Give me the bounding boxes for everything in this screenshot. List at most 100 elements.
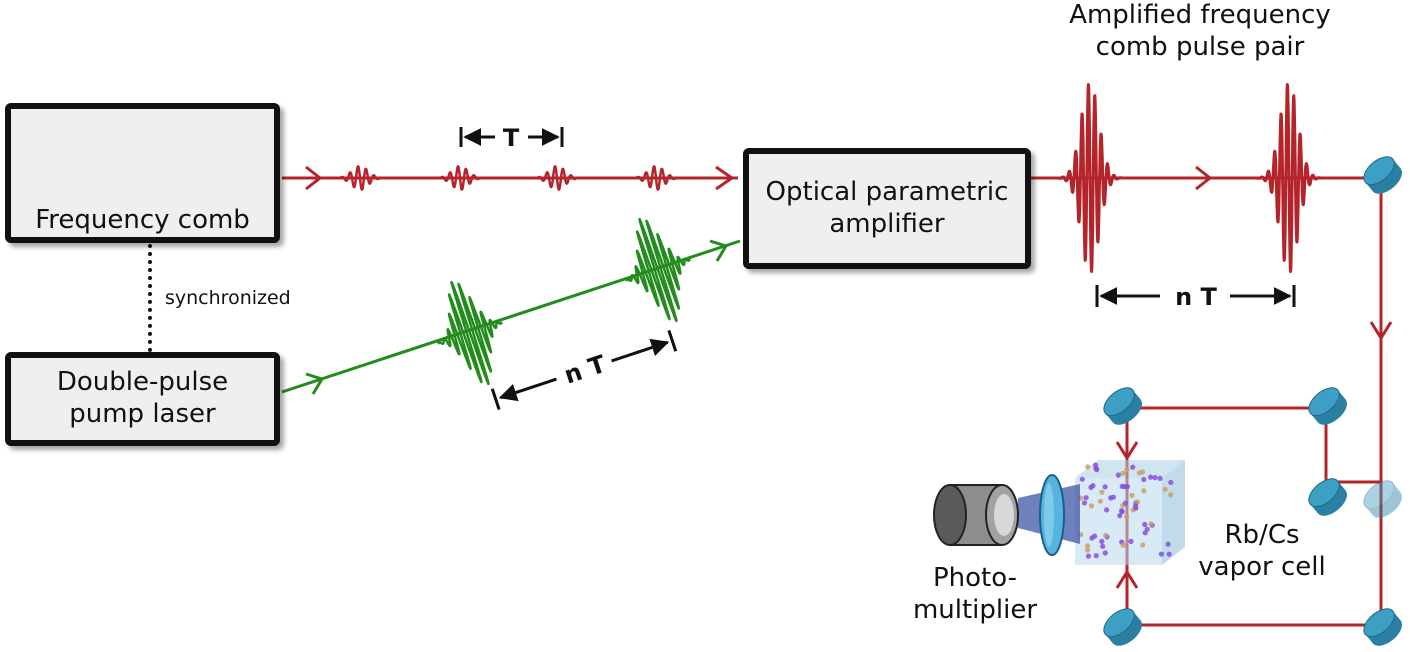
atom (1148, 474, 1154, 480)
pump-beam-arrow-2 (709, 239, 729, 262)
atom (1142, 521, 1148, 528)
atom (1136, 470, 1142, 476)
atom (1088, 503, 1095, 509)
atom (1130, 464, 1136, 470)
period-t-marker (459, 127, 564, 147)
atom (1099, 489, 1105, 495)
atom (1079, 476, 1085, 482)
mirror-icon (1308, 387, 1347, 425)
atom (1162, 486, 1168, 492)
pump-laser-label-line1: Double-pulse (56, 367, 229, 398)
period-t-label: T (503, 124, 520, 152)
opa-label-line1: Optical parametric (765, 176, 1009, 207)
comb-beam-arrow-1 (305, 165, 323, 191)
detector-label-line1: Photo- (932, 563, 1018, 593)
frequency-comb-label: Frequency comb (35, 205, 250, 235)
atom (1103, 532, 1109, 539)
atom (1083, 495, 1089, 501)
frequency-comb-box: Frequency comb (5, 103, 280, 243)
atom (1122, 500, 1128, 506)
lens-icon (1039, 474, 1065, 556)
atom (1102, 484, 1108, 490)
mirror-icon (1363, 480, 1402, 518)
atom (1093, 462, 1099, 468)
beam-arrow-down-cell (1115, 441, 1139, 461)
atom (1124, 467, 1130, 473)
mirror-icon (1363, 156, 1402, 194)
photomultiplier-icon (933, 484, 1019, 546)
atom (1090, 483, 1096, 489)
sync-link (148, 244, 152, 352)
atom (1089, 535, 1095, 541)
mirror-icon (1363, 608, 1402, 646)
atom (1104, 507, 1110, 513)
atom (1148, 521, 1154, 527)
atom (1122, 484, 1128, 490)
atom (1100, 543, 1106, 549)
atom (1133, 505, 1139, 511)
opa-label-line2: amplifier (829, 208, 945, 239)
detector-label-line2: multiplier (912, 594, 1038, 625)
period-nt-pump-label: n T (561, 350, 610, 390)
comb-pulse (531, 165, 583, 191)
mirror-icon (1103, 608, 1142, 646)
comb-pulse (630, 165, 682, 191)
vapor-cell-label: Rb/Cs vapor cell (1192, 520, 1332, 583)
atom (1117, 513, 1123, 519)
comb-beam-arrow-2 (715, 165, 735, 191)
comb-pulse (434, 165, 486, 191)
atom (1152, 475, 1158, 481)
atom (1140, 542, 1146, 548)
atom (1085, 553, 1092, 559)
atom (1093, 553, 1099, 559)
pump-beam-arrow-1 (305, 372, 325, 395)
synchronized-label: synchronized (165, 287, 291, 309)
atom (1085, 464, 1091, 470)
atom (1097, 498, 1103, 504)
atom (1165, 541, 1171, 547)
atom (1120, 542, 1126, 548)
atom (1128, 538, 1134, 545)
atom (1141, 476, 1147, 483)
atom (1168, 479, 1174, 485)
period-nt-output-marker (1095, 285, 1296, 307)
output-title: Amplified frequency comb pulse pair (1050, 0, 1350, 63)
atom (1102, 550, 1108, 556)
pump-laser-label-line2: pump laser (69, 399, 216, 429)
atom (1166, 551, 1172, 557)
vapor-cell-label-line2: vapor cell (1198, 551, 1326, 582)
output-title-line2: comb pulse pair (1095, 31, 1305, 62)
mirror-icon (1308, 478, 1347, 516)
comb-pulse (334, 165, 386, 191)
atom (1157, 475, 1163, 481)
pump-laser-box: Double-pulse pump laser (5, 352, 280, 446)
atom (1129, 492, 1135, 498)
atom (1081, 500, 1088, 506)
atom (1120, 470, 1126, 476)
opa-box: Optical parametric amplifier (743, 148, 1031, 269)
period-nt-pump-marker (490, 329, 678, 411)
atom (1099, 538, 1105, 545)
pump-pulse (436, 280, 504, 386)
pump-pulse (624, 217, 692, 323)
atom (1084, 543, 1091, 549)
amplified-pulse (1056, 83, 1124, 273)
beam-arrow-up-cell (1115, 569, 1139, 589)
vapor-cell-label-line1: Rb/Cs (1224, 520, 1300, 550)
period-nt-output-label: n T (1175, 283, 1217, 311)
atom (1108, 495, 1114, 501)
atom (1141, 488, 1147, 494)
atom (1144, 526, 1150, 532)
atom (1119, 508, 1125, 514)
vapor-cell-icon (1075, 460, 1185, 565)
atom (1158, 551, 1165, 557)
amplified-pulse (1255, 83, 1323, 273)
output-title-line1: Amplified frequency (1069, 0, 1331, 30)
atom (1168, 492, 1174, 498)
atom (1085, 547, 1091, 553)
beam-arrow-down (1369, 321, 1393, 341)
mirror-icon (1103, 387, 1142, 425)
atom (1115, 472, 1121, 478)
atom (1124, 514, 1130, 520)
